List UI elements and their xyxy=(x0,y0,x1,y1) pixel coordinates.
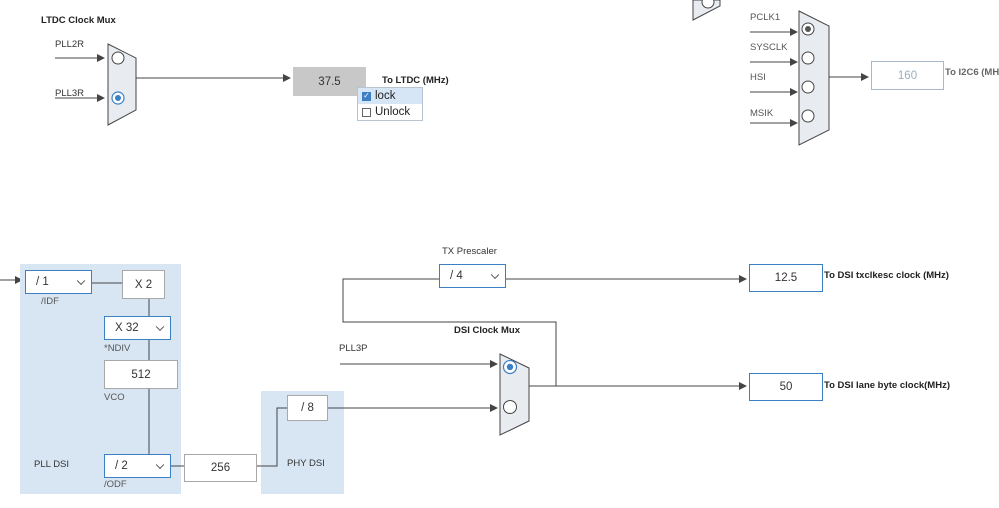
menu-item-lock[interactable]: ✓ lock xyxy=(358,88,422,104)
idf-label: /IDF xyxy=(41,296,59,307)
dsi-mux-title: DSI Clock Mux xyxy=(454,325,520,336)
txclkesc-value-box[interactable]: 12.5 xyxy=(749,264,823,292)
odf-select-value: / 2 xyxy=(115,460,128,472)
phy-div-box[interactable]: / 8 xyxy=(287,395,328,421)
i2c6-input-pclk1-label: PCLK1 xyxy=(750,12,781,23)
lock-context-menu: ✓ lock Unlock xyxy=(357,87,423,121)
idf-select-value: / 1 xyxy=(36,276,49,288)
lane-byte-value-box[interactable]: 50 xyxy=(749,373,823,401)
ltdc-input-pll2r-label: PLL2R xyxy=(55,39,85,50)
lock-checkbox-icon: ✓ xyxy=(362,91,371,101)
ltdc-output-label: To LTDC (MHz) xyxy=(382,75,449,86)
tx-prescaler-value: / 4 xyxy=(450,270,463,282)
odf-select[interactable]: / 2 xyxy=(104,454,171,478)
dsi-radio-pll3p-dot xyxy=(506,363,514,371)
chevron-down-icon xyxy=(155,460,165,470)
top-partial-radio[interactable] xyxy=(701,0,715,9)
ltdc-mux-shape xyxy=(107,43,137,126)
vco-value-box[interactable]: 512 xyxy=(104,360,178,389)
i2c6-radio-hsi[interactable] xyxy=(801,80,815,94)
wire-feedback-tx xyxy=(342,278,557,386)
i2c6-input-sysclk-label: SYSCLK xyxy=(750,42,788,53)
ltdc-value-box[interactable]: 37.5 xyxy=(293,67,366,96)
ltdc-radio-pll3r-dot xyxy=(115,95,121,101)
i2c6-value-box[interactable]: 160 xyxy=(871,61,944,90)
i2c6-output-label: To I2C6 (MH xyxy=(945,67,999,78)
dsi-mux-shape xyxy=(499,353,530,436)
dsi-radio-phy[interactable] xyxy=(503,400,517,414)
lane-byte-output-label: To DSI lane byte clock(MHz) xyxy=(824,380,950,391)
txclkesc-output-label: To DSI txclkesc clock (MHz) xyxy=(824,270,949,281)
menu-item-unlock[interactable]: Unlock xyxy=(358,104,422,120)
tx-prescaler-select[interactable]: / 4 xyxy=(439,264,506,288)
phy-dsi-label: PHY DSI xyxy=(287,458,325,469)
menu-item-unlock-label: Unlock xyxy=(375,106,411,118)
i2c6-radio-msik[interactable] xyxy=(801,109,815,123)
ltdc-input-pll3r-label: PLL3R xyxy=(55,88,85,99)
vco-label: VCO xyxy=(104,392,125,403)
tx-prescaler-title: TX Prescaler xyxy=(442,246,497,257)
pll-dsi-out-box[interactable]: 256 xyxy=(184,454,257,482)
dsi-input-pll3p-label: PLL3P xyxy=(339,343,368,354)
pll-mult-box[interactable]: X 2 xyxy=(122,270,165,299)
ndiv-select-value: X 32 xyxy=(115,322,139,334)
i2c6-input-hsi-label: HSI xyxy=(750,72,766,83)
ndiv-select[interactable]: X 32 xyxy=(104,316,171,340)
idf-select[interactable]: / 1 xyxy=(25,270,92,294)
unlock-checkbox-icon xyxy=(362,107,371,117)
i2c6-input-msik-label: MSIK xyxy=(750,108,774,119)
pll-dsi-label: PLL DSI xyxy=(34,459,70,470)
ltdc-mux-title: LTDC Clock Mux xyxy=(41,15,116,26)
odf-label: /ODF xyxy=(104,479,127,490)
chevron-down-icon xyxy=(490,270,500,280)
chevron-down-icon xyxy=(76,276,86,286)
ndiv-label: *NDIV xyxy=(104,343,131,354)
menu-item-lock-label: lock xyxy=(375,90,396,102)
chevron-down-icon xyxy=(155,322,165,332)
i2c6-radio-pclk1-dot xyxy=(805,26,811,32)
ltdc-radio-pll2r[interactable] xyxy=(111,51,125,65)
i2c6-radio-sysclk[interactable] xyxy=(801,51,815,65)
